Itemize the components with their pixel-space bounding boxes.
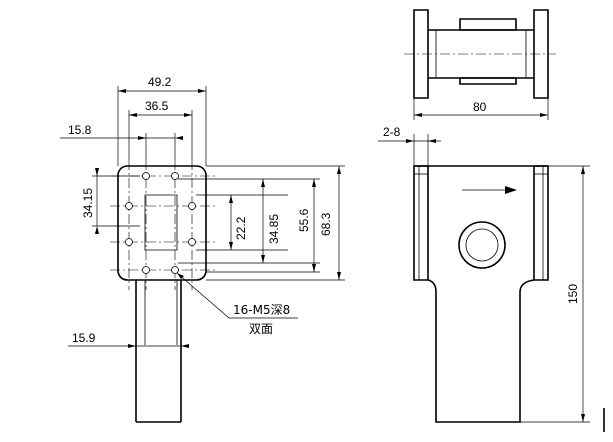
dim-55-6-arrow-t	[312, 179, 316, 187]
dim-34-15-arrow-b	[95, 226, 99, 234]
dim-80-arrow-r	[540, 113, 548, 117]
dim-49-2-arrow-r	[198, 89, 206, 93]
waveguide-aperture	[145, 195, 177, 250]
dim-15-8-text: 15.8	[68, 123, 92, 137]
flow-arrow-head	[505, 186, 517, 194]
flange-hole-tr	[172, 173, 179, 180]
dim-150-arrow-t	[581, 166, 585, 174]
flange-hole-ml-lower	[126, 239, 133, 246]
port-outer-circle	[459, 222, 505, 268]
dim-22-2-text: 22.2	[234, 216, 248, 240]
dim-34-85-arrow-t	[261, 179, 265, 187]
flange-hole-mr-lower	[189, 239, 196, 246]
dim-68-3-arrow-t	[337, 166, 341, 174]
front-flange-left	[414, 166, 428, 280]
dim-68-3-arrow-b	[337, 272, 341, 280]
dim-55-6-arrow-b	[312, 264, 316, 272]
dim-15-9-text: 15.9	[72, 331, 96, 345]
front-flange-right	[534, 166, 548, 280]
dim-150: 150	[520, 166, 590, 422]
dim-36-5-arrow-r	[184, 113, 192, 117]
dim-55-6-text: 55.6	[297, 208, 311, 232]
dim-2-8: 2-8	[378, 125, 441, 170]
hole-note-leader	[177, 273, 298, 318]
both-sides-text: 双面	[249, 322, 273, 336]
dim-22-2-arrow-t	[229, 195, 233, 203]
dim-34-15-arrow-t	[95, 168, 99, 176]
dim-34-85-arrow-b	[261, 255, 265, 263]
dim-80: 80	[414, 98, 548, 120]
dim-34-15-text: 34.15	[81, 188, 95, 218]
hole-note-text: 16-M5深8	[233, 303, 290, 317]
dim-15-8-arrow-r	[175, 136, 183, 140]
front-body-outline	[428, 280, 534, 422]
front-view	[414, 166, 548, 422]
flange-hole-mr-upper	[189, 203, 196, 210]
dim-2-8-arrow-l	[406, 139, 414, 143]
dim-80-arrow-l	[414, 113, 422, 117]
flange-hole-ml-upper	[126, 203, 133, 210]
top-boss-bottom	[460, 78, 516, 84]
dim-80-text: 80	[473, 100, 487, 114]
flange-hole-bl	[143, 267, 150, 274]
dim-49-2-arrow-l	[118, 89, 126, 93]
dim-34-85-text: 34.85	[267, 214, 281, 244]
left-view: 49.2 36.5 15.8 34.15 22.2	[60, 75, 345, 422]
dim-36-5-arrow-l	[129, 113, 137, 117]
top-view	[404, 10, 556, 98]
port-inner-circle	[466, 229, 498, 261]
flange-hole-tl	[143, 173, 150, 180]
dim-22-2-arrow-b	[229, 242, 233, 250]
dim-15-8-arrow-l	[138, 136, 146, 140]
dim-68-3-text: 68.3	[319, 212, 333, 236]
hole-note-arrow	[177, 273, 184, 279]
dim-36-5-text: 36.5	[145, 99, 169, 113]
flange-outline	[118, 166, 206, 280]
dim-2-8-text: 2-8	[383, 125, 401, 139]
dim-15-9-arrow-l	[128, 344, 136, 348]
dim-150-text: 150	[566, 284, 580, 304]
dim-15-9-arrow-r	[181, 344, 189, 348]
flange-hole-br	[172, 267, 179, 274]
dim-2-8-arrow-r	[428, 139, 436, 143]
top-boss	[460, 19, 516, 30]
dim-49-2-text: 49.2	[148, 75, 172, 89]
dim-150-arrow-b	[581, 414, 585, 422]
